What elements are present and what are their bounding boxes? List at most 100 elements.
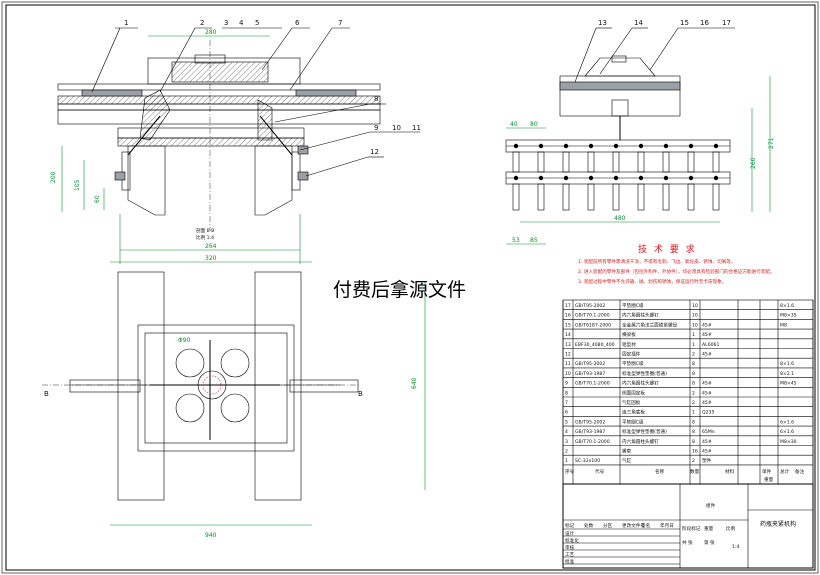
bom-cell-name: 平垫圈C级 bbox=[622, 360, 644, 367]
bom-cell-mat: 45# bbox=[702, 400, 712, 406]
pin-lower bbox=[612, 183, 620, 211]
title-block-label: 分区 bbox=[603, 522, 613, 529]
tech-req-1: 1. 装配前所有零件需清洗干净，不得有毛刺、飞边、氧化皮、锈蚀、切屑等。 bbox=[578, 258, 735, 265]
bom-header-no: 序号 bbox=[565, 468, 575, 475]
bom-cell-name: 气缸 bbox=[622, 457, 632, 464]
side-view bbox=[505, 55, 731, 185]
bom-cell-qty: 1 bbox=[692, 342, 695, 348]
tech-req-title: 技 术 要 求 bbox=[638, 243, 697, 255]
plan-dimensions: Φ90 940 640 B B bbox=[44, 282, 426, 539]
bom-cell-name: 气缸固板 bbox=[622, 399, 641, 406]
bom-cell-qty: 8 bbox=[692, 439, 695, 445]
pin-lower bbox=[562, 183, 570, 211]
callout-14: 14 bbox=[634, 19, 643, 27]
title-block-label: 标准化 bbox=[565, 537, 579, 544]
callout-13: 13 bbox=[598, 19, 607, 27]
bom-cell-qty: 10 bbox=[692, 303, 698, 309]
bom-cell-qty: 2 bbox=[692, 400, 695, 406]
bom-cell-qty: 2 bbox=[692, 352, 695, 358]
bom-header-code: 代号 bbox=[595, 468, 605, 475]
title-block-label: 标记 bbox=[565, 522, 575, 529]
pin-bolt bbox=[638, 175, 644, 181]
callout-17: 17 bbox=[722, 19, 731, 27]
pin bbox=[637, 151, 645, 173]
bom-cell-no: 1 bbox=[565, 458, 568, 464]
bom-cell-qty: 1 bbox=[692, 410, 695, 416]
pin-bolt bbox=[663, 143, 669, 149]
pin bbox=[612, 151, 620, 173]
bom-header-total: 总计 bbox=[780, 468, 790, 475]
front-section-view bbox=[57, 40, 381, 230]
front-dimensions: 280 200 105 60 264 320 剖面 B-B 比例 1:4 bbox=[50, 29, 312, 264]
pin-lower bbox=[637, 183, 645, 211]
dim-80: 80 bbox=[530, 121, 538, 128]
bom-cell-name: 标准型弹性垫圈(普通) bbox=[622, 370, 667, 377]
bom-cell-no: 5 bbox=[565, 419, 568, 425]
callout-8: 8 bbox=[374, 95, 378, 103]
bom-cell-no: 2 bbox=[565, 449, 568, 455]
dim-260: 260 bbox=[750, 157, 757, 169]
pin-bolt bbox=[588, 175, 594, 181]
callout-3: 3 bbox=[224, 19, 228, 27]
side-callouts: 13 14 15 16 17 bbox=[574, 19, 735, 83]
bom-cell-mat: AL6061 bbox=[702, 342, 719, 348]
bom-cell-note: 6×1.6 bbox=[780, 419, 794, 425]
callout-4: 4 bbox=[239, 19, 244, 27]
pin-lower bbox=[712, 183, 720, 211]
dim-264: 264 bbox=[205, 243, 217, 250]
callout-15: 15 bbox=[680, 19, 689, 27]
section-label: 剖面 B-B bbox=[196, 227, 214, 234]
pin-bolt bbox=[688, 143, 694, 149]
pin-bolt bbox=[513, 143, 519, 149]
bom-cell-code: GB/T70.1-2000 bbox=[575, 439, 610, 445]
callout-6: 6 bbox=[295, 19, 300, 27]
bom-cell-no: 4 bbox=[565, 429, 568, 435]
bom-cell-code: GB/T93-1987 bbox=[575, 429, 605, 435]
bom-cell-note: M8×35 bbox=[780, 313, 797, 319]
bom-header-single: 单件 bbox=[762, 468, 772, 475]
title-block-label: 年月日 bbox=[660, 522, 674, 529]
bom-cell-no: 10 bbox=[565, 371, 571, 377]
pin-bolt bbox=[688, 175, 694, 181]
bom-cell-no: 15 bbox=[565, 322, 571, 328]
title-block: 组件 药瓶夹紧机构 1:4 bbox=[562, 483, 814, 569]
bom-cell-name: 内六角圆柱头螺钉 bbox=[622, 312, 659, 319]
title-block-label: 第 张 bbox=[704, 539, 715, 546]
callout-10: 10 bbox=[392, 124, 401, 132]
callout-12: 12 bbox=[370, 148, 379, 156]
bom-cell-mat: 塑件 bbox=[702, 457, 712, 464]
pin-lower bbox=[512, 183, 520, 211]
bom-cell-mat: 45# bbox=[702, 449, 712, 455]
designer-cell: 组件 bbox=[706, 502, 716, 509]
callout-7: 7 bbox=[338, 19, 342, 27]
bom-cell-code: GB/T93-1987 bbox=[575, 371, 605, 377]
tech-req-2: 2. 进入装配的零件及部件（包括外购件、外协件），均必须具有检验部门的合格证方能… bbox=[578, 268, 775, 275]
title-block-label: 签名 bbox=[641, 522, 650, 529]
dim-320: 320 bbox=[205, 255, 217, 262]
bom-cell-mat: Q235 bbox=[702, 410, 714, 416]
bom-cell-code: GB/T95-2002 bbox=[575, 419, 605, 425]
bom-cell-qty: 10 bbox=[692, 313, 698, 319]
pin-bolt bbox=[538, 175, 544, 181]
pin bbox=[712, 151, 720, 173]
bom-cell-note: M8×45 bbox=[780, 381, 797, 387]
bom-cell-name: 内六角圆柱头螺钉 bbox=[622, 438, 659, 445]
bom-cell-qty: 1 bbox=[692, 332, 695, 338]
bom-cell-note: M8×30 bbox=[780, 439, 797, 445]
pin-bolt bbox=[513, 175, 519, 181]
bom-cell-note: 8×2.1 bbox=[780, 371, 794, 377]
bom-cell-mat: 45# bbox=[702, 381, 712, 387]
scale-label: 比例 1:4 bbox=[196, 234, 214, 241]
pin-bolt bbox=[538, 143, 544, 149]
